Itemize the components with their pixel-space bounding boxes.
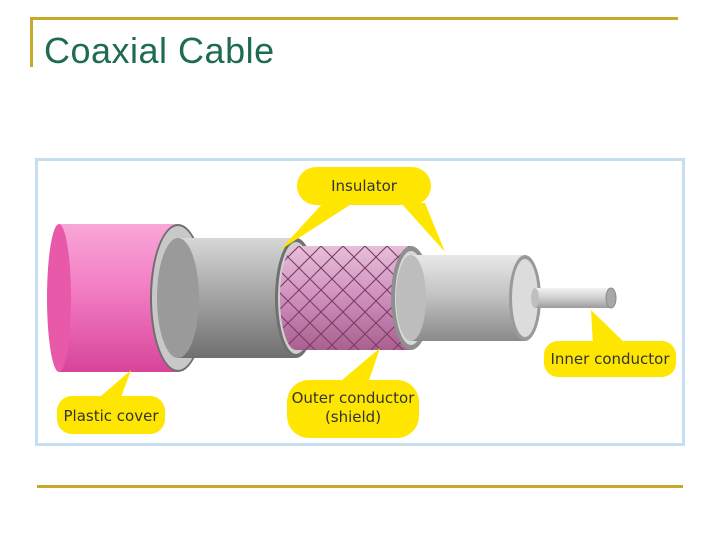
inner-conductor-wire [531,287,617,309]
coaxial-cable-diagram: Insulator Inner conductor Plastic cover … [35,158,685,446]
top-rule [30,17,678,20]
callout-inner-conductor: Inner conductor [544,310,676,377]
label-plastic-cover: Plastic cover [64,407,160,425]
callout-plastic-cover: Plastic cover [57,370,165,434]
slide-title: Coaxial Cable [44,30,275,71]
bottom-rule [37,485,683,488]
label-shield: (shield) [325,408,381,426]
label-outer-conductor: Outer conductor [292,389,416,407]
label-inner-conductor: Inner conductor [550,350,670,368]
callout-insulator: Insulator [280,167,445,252]
left-rule [30,17,33,67]
inner-insulator [396,255,541,341]
label-insulator: Insulator [331,177,398,195]
callout-outer-conductor: Outer conductor (shield) [287,348,419,438]
